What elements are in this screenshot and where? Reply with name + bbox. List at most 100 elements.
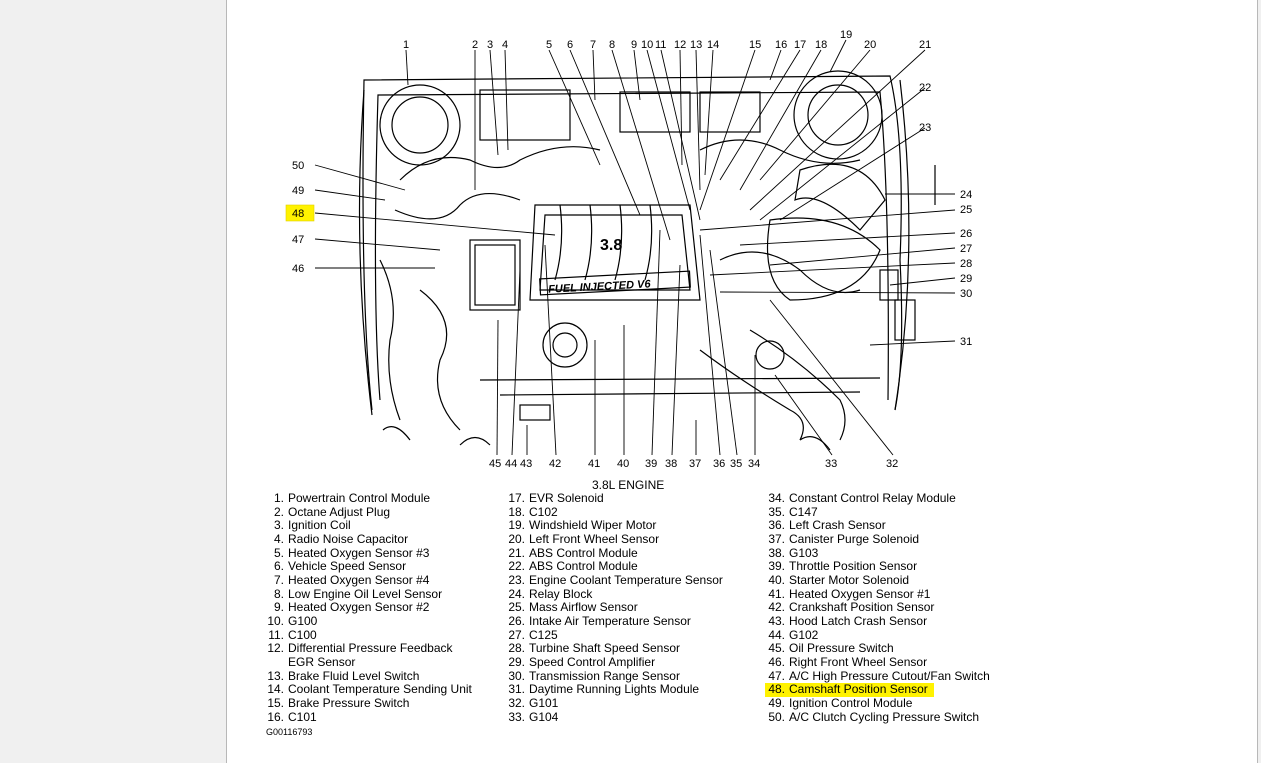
legend-item: 27.C125 <box>505 627 723 643</box>
legend-label: Relay Block <box>529 586 593 601</box>
legend-number: 48. <box>768 682 785 697</box>
legend-item: 22.ABS Control Module <box>505 559 723 574</box>
legend-label: G100 <box>288 613 318 628</box>
callout-26: 26 <box>960 228 972 240</box>
legend-number: 43. <box>768 613 785 628</box>
legend-number: 26. <box>508 613 525 628</box>
legend-number: 24. <box>508 586 525 601</box>
legend-number: 31. <box>508 682 525 697</box>
callout-5: 5 <box>546 39 552 51</box>
legend-item: 13.Brake Fluid Level Switch <box>264 669 472 684</box>
legend-item: 12. Differential Pressure Feedback <box>264 641 472 656</box>
legend-label: G102 <box>789 627 819 642</box>
legend-item: 2.Octane Adjust Plug <box>264 504 472 520</box>
legend-number: 3. <box>273 518 284 533</box>
legend-item: 41.Heated Oxygen Sensor #1 <box>765 586 990 602</box>
legend-label: Ignition Control Module <box>789 695 913 710</box>
legend-number: 27. <box>508 627 525 642</box>
callout-47: 47 <box>292 234 304 246</box>
callout-4: 4 <box>502 39 508 51</box>
callout-43: 43 <box>520 458 532 470</box>
legend-label: Left Front Wheel Sensor <box>529 531 660 546</box>
legend-label: Camshaft Position Sensor <box>789 682 928 697</box>
legend-label: ABS Control Module <box>529 559 638 574</box>
legend-item: 48. Camshaft Position Sensor <box>765 682 934 697</box>
legend-item: 45.Oil Pressure Switch <box>765 641 990 656</box>
legend-label: Engine Coolant Temperature Sensor <box>529 572 723 587</box>
legend-label: Transmission Range Sensor <box>529 668 680 683</box>
legend-label: G104 <box>529 709 559 724</box>
legend-item: 25.Mass Airflow Sensor <box>505 600 723 615</box>
callout-36: 36 <box>713 458 725 470</box>
legend-number: 5. <box>273 545 284 560</box>
legend-item: 33. G104 <box>505 709 723 725</box>
legend-label: EVR Solenoid <box>529 491 604 505</box>
legend-number: 50. <box>768 709 785 724</box>
legend-label: Intake Air Temperature Sensor <box>529 613 691 628</box>
engine-label: FUEL INJECTED V6 <box>548 278 652 295</box>
legend-item: 39.Throttle Position Sensor <box>765 559 990 574</box>
legend-number: 41. <box>768 586 785 601</box>
callout-highlight <box>285 204 315 222</box>
legend-number: 12. <box>267 641 284 656</box>
legend-number: 1. <box>273 491 284 505</box>
callout-3: 3 <box>487 39 493 51</box>
callout-2: 2 <box>472 39 478 51</box>
legend-item: 31.Daytime Running Lights Module <box>505 682 723 697</box>
legend-label: Canister Purge Solenoid <box>789 531 920 546</box>
legend-item: 24. Relay Block <box>505 586 723 602</box>
legend-number: 30. <box>508 668 525 683</box>
callout-12: 12 <box>674 39 686 51</box>
legend-label: Vehicle Speed Sensor <box>288 559 407 574</box>
legend-number: 46. <box>768 654 785 669</box>
legend-label: Constant Control Relay Module <box>789 491 956 505</box>
legend-number: 7. <box>273 572 284 587</box>
legend-label: Ignition Coil <box>288 518 351 533</box>
legend-item: 16.C101 <box>264 709 472 725</box>
legend-label: Differential Pressure Feedback <box>288 641 453 656</box>
callout-20: 20 <box>864 39 876 51</box>
legend-item: 43.Hood Latch Crash Sensor <box>765 613 990 629</box>
legend-label: G101 <box>529 695 559 710</box>
legend-item: 30. Transmission Range Sensor <box>505 668 723 684</box>
legend-label: ABS Control Module <box>529 545 638 560</box>
legend-number: 15. <box>267 695 284 710</box>
legend-number: 20. <box>508 531 525 546</box>
legend-number: 21. <box>508 545 525 560</box>
callout-9: 9 <box>631 39 637 51</box>
legend-item: 46.Right Front Wheel Sensor <box>765 654 990 670</box>
legend-number: 2. <box>273 504 284 519</box>
legend-number: 47. <box>768 668 785 683</box>
legend-number: 32. <box>508 695 525 710</box>
legend-number: 45. <box>768 641 785 656</box>
legend-item: 44.G102 <box>765 627 990 643</box>
callout-42: 42 <box>549 458 561 470</box>
legend-item: 7. Heated Oxygen Sensor #4 <box>264 572 472 588</box>
callout-17: 17 <box>794 39 806 51</box>
legend-number: 35. <box>768 504 785 519</box>
callout-38: 38 <box>665 458 677 470</box>
legend-item-continuation: EGR Sensor <box>264 655 472 670</box>
callout-37: 37 <box>689 458 701 470</box>
callout-41: 41 <box>588 458 600 470</box>
callout-11: 11 <box>655 39 666 51</box>
legend-label: Heated Oxygen Sensor #4 <box>288 572 430 587</box>
legend-item: 29.Speed Control Amplifier <box>505 655 723 670</box>
legend-number: 11. <box>268 627 284 642</box>
callout-1: 1 <box>403 39 409 51</box>
legend-item: 47.A/C High Pressure Cutout/Fan Switch <box>765 668 989 684</box>
callout-19: 19 <box>840 29 852 41</box>
callout-14: 14 <box>707 39 719 51</box>
callout-25: 25 <box>960 204 972 216</box>
legend-label: C102 <box>529 504 558 519</box>
legend-number: 33. <box>508 709 525 724</box>
legend-number: 49. <box>768 695 785 710</box>
legend-label: Crankshaft Position Sensor <box>789 600 935 615</box>
engine-size-label: 3.8 <box>600 237 622 254</box>
legend-item: 20. Left Front Wheel Sensor <box>505 531 723 547</box>
legend-number: 38. <box>768 545 785 560</box>
legend-number: 16. <box>267 709 284 724</box>
